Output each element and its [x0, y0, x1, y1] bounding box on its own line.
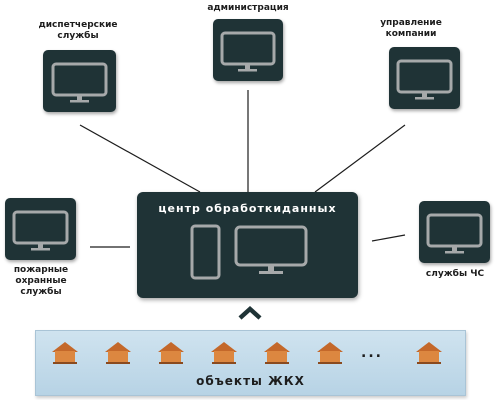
ellipsis: ...	[361, 345, 383, 361]
server-and-monitor-icon	[190, 224, 308, 280]
house-icon	[52, 342, 78, 364]
emergency-label: службы ЧС	[425, 269, 485, 279]
house-icon	[211, 342, 237, 364]
chevron-up-icon	[238, 305, 262, 320]
house-icon	[264, 342, 290, 364]
house-icon	[158, 342, 184, 364]
monitor-icon	[12, 210, 69, 251]
connector-management	[314, 124, 406, 193]
fire-node	[5, 198, 76, 260]
admin-node	[213, 19, 283, 81]
management-label: управление компании	[380, 18, 442, 39]
management-node	[389, 47, 460, 109]
dispatch-label: диспетчерские службы	[38, 20, 118, 41]
house-icon	[317, 342, 343, 364]
housing-facilities-label: объекты ЖКХ	[196, 374, 305, 388]
connector-dispatch	[79, 124, 201, 193]
monitor-icon	[220, 31, 276, 72]
monitor-icon	[396, 59, 453, 100]
monitor-icon	[426, 213, 483, 254]
admin-label: администрация	[207, 3, 289, 13]
data-center-node: центр обработкиданных	[137, 192, 358, 298]
house-icon	[105, 342, 131, 364]
emergency-node	[419, 201, 490, 263]
fire-label: пожарные охранные службы	[13, 265, 69, 297]
data-center-title: центр обработкиданных	[158, 202, 337, 215]
connector-emergency	[371, 234, 406, 242]
monitor-icon	[51, 62, 108, 103]
house-icon	[416, 342, 442, 364]
dispatch-node	[43, 50, 116, 112]
housing-facilities-band: ... объекты ЖКХ	[35, 330, 466, 396]
